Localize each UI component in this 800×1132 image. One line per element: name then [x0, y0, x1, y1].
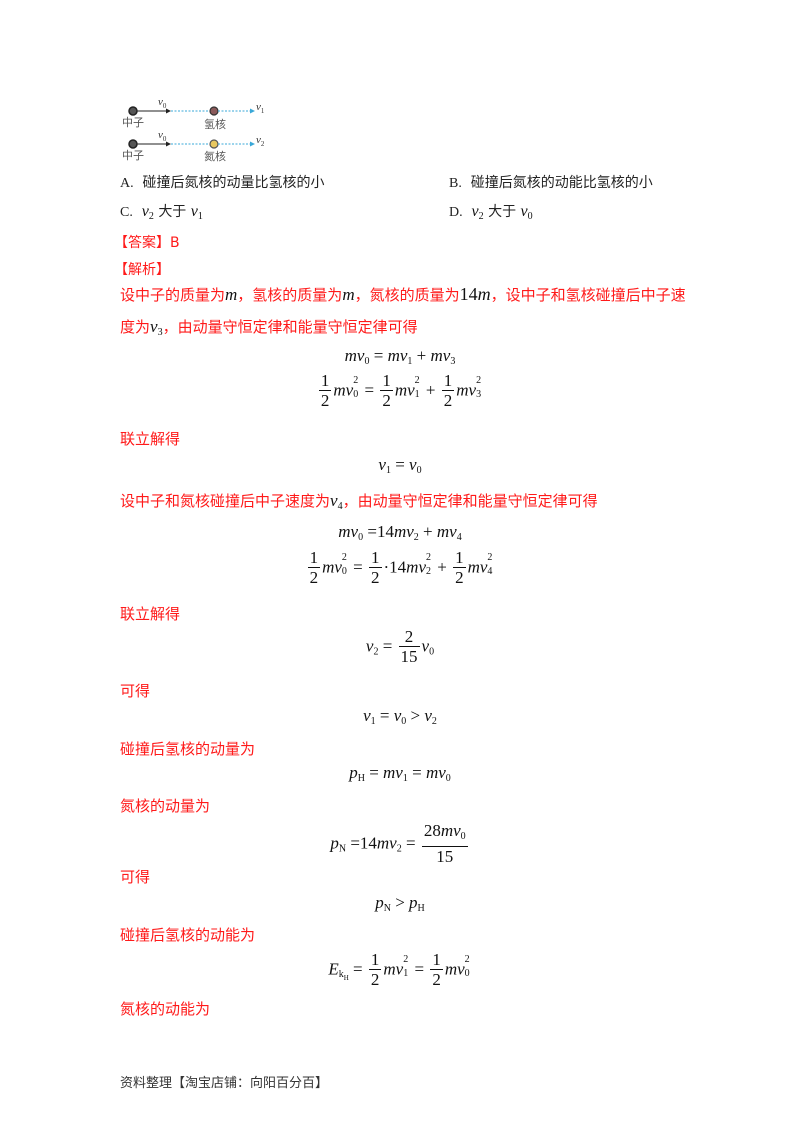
analysis-label: 【解析】 — [114, 262, 170, 278]
nitrogen-momentum-text: 氮核的动量为 — [120, 797, 211, 815]
solve-label-1: 联立解得 — [120, 430, 181, 448]
analysis-paragraph-3: 设中子和氮核碰撞后中子速度为v4，由动量守恒定律和能量守恒定律可得 — [120, 491, 598, 512]
equation-v1-result: v1 = v0 — [378, 455, 422, 476]
collision-diagram: v0 v1 中子 氢核 v0 v2 中子 氮核 — [118, 96, 278, 163]
v0-label-row2: v0 — [158, 129, 167, 144]
equation-momentum-2: mv0 =14mv2 + mv4 — [338, 522, 462, 543]
equation-hydrogen-momentum: pH = mv1 = mv0 — [349, 763, 451, 784]
option-d-text: 大于 — [488, 204, 517, 220]
v0-label-row1: v0 — [158, 96, 167, 111]
solve-label-2: 联立解得 — [120, 605, 181, 623]
option-b-text: 碰撞后氮核的动能比氢核的小 — [470, 175, 653, 191]
hydrogen-nucleus-label: 氢核 — [204, 118, 226, 131]
option-a: A. 碰撞后氮核的动量比氢核的小 — [120, 172, 325, 192]
footer-source-note: 资料整理【淘宝店铺：向阳百分百】 — [120, 1076, 329, 1091]
conclude-label-1: 可得 — [120, 682, 151, 700]
v2-label: v2 — [256, 134, 265, 149]
option-a-letter: A. — [120, 176, 134, 191]
equation-momentum-1: mv0 = mv1 + mv3 — [344, 346, 456, 367]
nitrogen-kinetic-energy-text: 氮核的动能为 — [120, 1000, 211, 1018]
conclude-label-2: 可得 — [120, 868, 151, 886]
hydrogen-momentum-text: 碰撞后氢核的动量为 — [120, 740, 256, 758]
option-b: B. 碰撞后氮核的动能比氢核的小 — [449, 172, 653, 192]
option-d: D. v2 大于 v0 — [449, 203, 533, 222]
equation-velocity-compare: v1 = v0 > v2 — [363, 706, 437, 727]
option-c-text: 大于 — [158, 204, 187, 220]
option-b-letter: B. — [449, 176, 462, 191]
option-a-text: 碰撞后氮核的动量比氢核的小 — [142, 175, 325, 191]
option-d-letter: D. — [449, 205, 463, 220]
option-c: C. v2 大于 v1 — [120, 203, 203, 222]
option-c-letter: C. — [120, 205, 133, 220]
answer-label: 【答案】B — [114, 235, 180, 251]
neutron-label-row2: 中子 — [122, 149, 144, 162]
nitrogen-nucleus-label: 氮核 — [204, 150, 226, 163]
v1-label: v1 — [256, 101, 265, 116]
neutron-label-row1: 中子 — [122, 116, 144, 129]
equation-momentum-compare: pN > pH — [375, 893, 425, 914]
analysis-paragraph-2: 度为v3，由动量守恒定律和能量守恒定律可得 — [120, 317, 418, 338]
collision-diagram-graphic — [128, 106, 255, 149]
analysis-paragraph-1: 设中子的质量为m，氢核的质量为m，氮核的质量为14m，设中子和氢核碰撞后中子速 — [120, 284, 686, 304]
hydrogen-kinetic-energy-text: 碰撞后氢核的动能为 — [120, 926, 256, 944]
